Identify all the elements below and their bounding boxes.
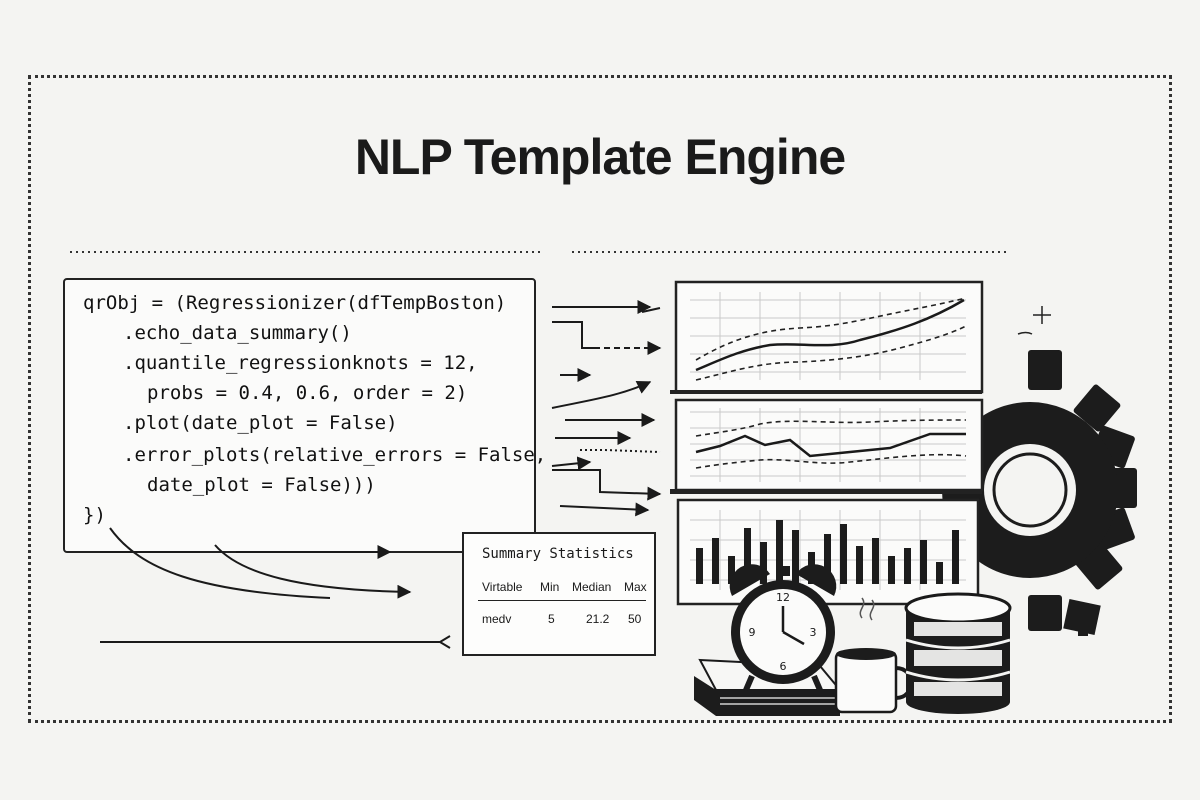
- svg-text:6: 6: [780, 660, 787, 673]
- column-header-variable: Virtable: [482, 580, 523, 594]
- column-header-min: Min: [540, 580, 560, 594]
- cell-median: 21.2: [586, 612, 610, 626]
- regression-line: [695, 298, 965, 372]
- flow-arrows: [100, 300, 662, 649]
- code-line: }): [83, 504, 106, 526]
- lower-quantile-line: [695, 325, 967, 381]
- sparkle-icon: [1017, 306, 1051, 335]
- lower-error-line: [695, 453, 967, 469]
- code-line: probs = 0.4, 0.6, order = 2): [147, 382, 468, 404]
- code-line: .quantile_regressionknots = 12,: [123, 352, 478, 374]
- code-panel: qrObj = (Regressionizer(dfTempBoston) .e…: [63, 278, 546, 553]
- bar-series: [696, 520, 959, 584]
- column-header-median: Median: [572, 580, 612, 594]
- code-line: date_plot = False))): [147, 474, 376, 496]
- code-line: .plot(date_plot = False): [123, 412, 398, 434]
- column-header-max: Max: [624, 580, 647, 594]
- cell-max: 50: [628, 612, 642, 626]
- table-rule: [478, 600, 646, 601]
- dotted-frame: [28, 75, 1172, 723]
- database-icon: [904, 592, 1012, 714]
- svg-text:12: 12: [776, 591, 790, 604]
- gear-icon: [942, 350, 1137, 636]
- upper-quantile-line: [695, 297, 967, 361]
- summary-statistics-table: Summary Statistics Virtable Min Median M…: [462, 532, 656, 656]
- chart-panels: [670, 280, 984, 606]
- code-line: .echo_data_summary(): [123, 322, 352, 344]
- coffee-mug-icon: [834, 597, 913, 714]
- code-line: qrObj = (Regressionizer(dfTempBoston): [83, 292, 507, 314]
- alarm-clock-icon: 12 3 6 9: [729, 564, 837, 692]
- svg-text:3: 3: [810, 626, 817, 639]
- upper-error-line: [695, 419, 967, 437]
- code-line: .error_plots(relative_errors = False,: [123, 444, 547, 466]
- page-title: NLP Template Engine: [354, 129, 846, 185]
- summary-title: Summary Statistics: [482, 546, 634, 562]
- svg-text:9: 9: [749, 626, 756, 639]
- error-line: [695, 432, 966, 458]
- cell-min: 5: [548, 612, 555, 626]
- cell-variable: medv: [482, 612, 512, 626]
